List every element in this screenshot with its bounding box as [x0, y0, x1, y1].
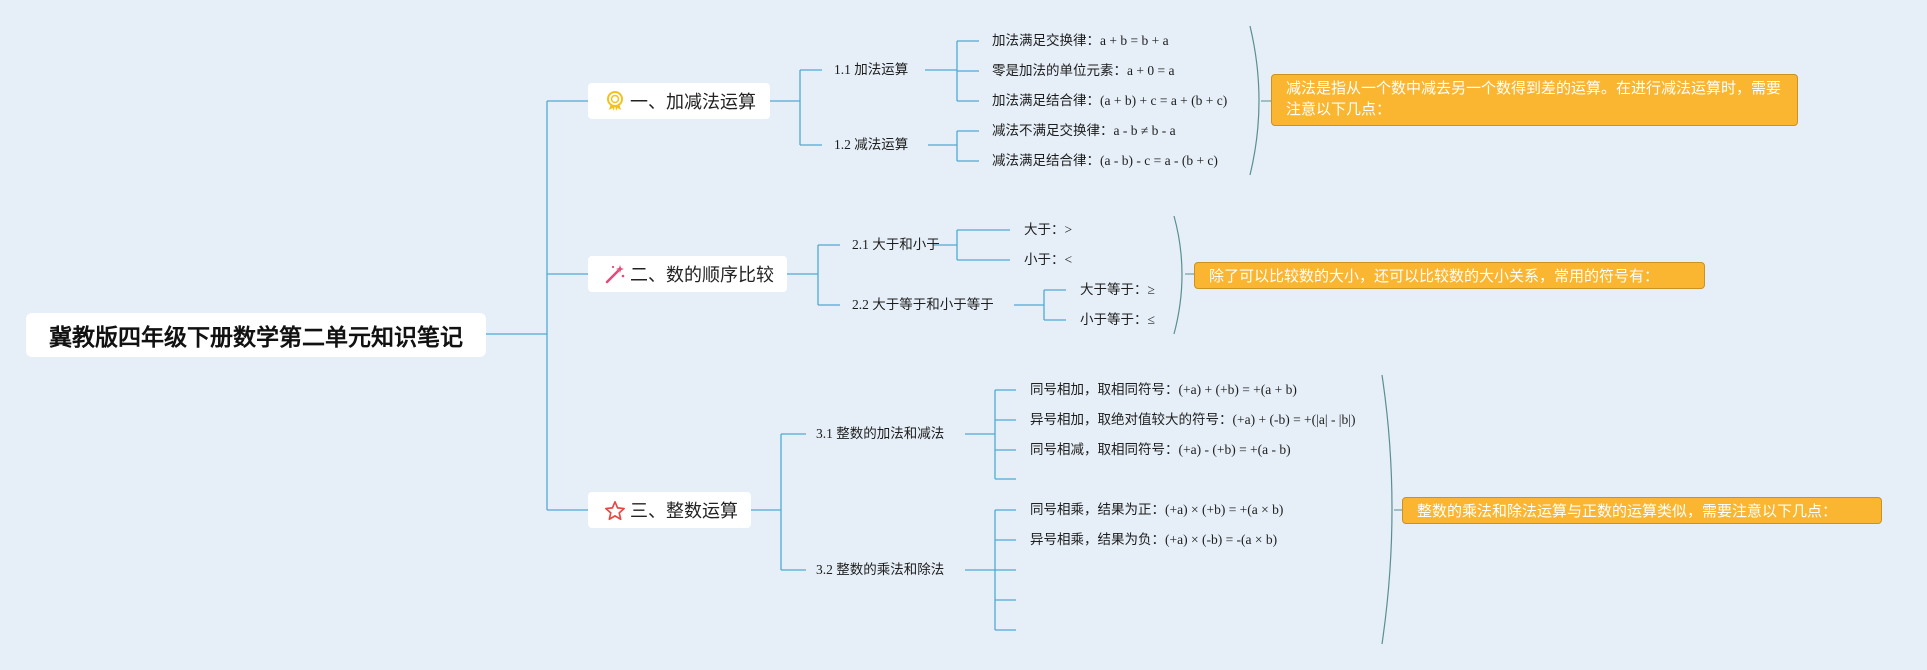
- leaf-item[interactable]: 同号相减，取相同符号：(+a) - (+b) = +(a - b): [1030, 442, 1291, 457]
- magic-wand-icon: [604, 263, 626, 285]
- leaf-item[interactable]: 小于等于：≤: [1080, 312, 1155, 327]
- root-topic[interactable]: 冀教版四年级下册数学第二单元知识笔记: [26, 313, 486, 357]
- star-icon: [604, 499, 626, 521]
- leaf-item[interactable]: 零是加法的单位元素：a + 0 = a: [992, 63, 1175, 78]
- leaf-item[interactable]: 异号相加，取绝对值较大的符号：(+a) + (-b) = +(|a| - |b|…: [1030, 412, 1356, 427]
- topic-label: 一、加减法运算: [630, 92, 756, 113]
- leaf-item[interactable]: 减法不满足交换律：a - b ≠ b - a: [992, 123, 1176, 138]
- subtopic-greater-less[interactable]: 2.1 大于和小于: [852, 237, 940, 252]
- topic-addition-subtraction[interactable]: 一、加减法运算: [588, 83, 770, 119]
- leaf-item[interactable]: 加法满足交换律：a + b = b + a: [992, 33, 1169, 48]
- leaf-item[interactable]: 大于等于：≥: [1080, 282, 1155, 297]
- leaf-item[interactable]: 异号相乘，结果为负：(+a) × (-b) = -(a × b): [1030, 532, 1278, 547]
- subtopic-integer-add-subtract[interactable]: 3.1 整数的加法和减法: [816, 426, 945, 441]
- subtopic-greater-equal-less-equal[interactable]: 2.2 大于等于和小于等于: [852, 297, 994, 312]
- leaf-item[interactable]: 大于：>: [1024, 222, 1073, 237]
- summary-note-comparison[interactable]: 除了可以比较数的大小，还可以比较数的大小关系，常用的符号有：: [1194, 262, 1705, 289]
- topic-label: 三、整数运算: [630, 501, 738, 522]
- leaf-item[interactable]: 加法满足结合律：(a + b) + c = a + (b + c): [992, 93, 1228, 108]
- topic-number-comparison[interactable]: 二、数的顺序比较: [588, 256, 787, 292]
- summary-note-integer-ops[interactable]: 整数的乘法和除法运算与正数的运算类似，需要注意以下几点：: [1402, 497, 1882, 524]
- summary-note-subtraction[interactable]: 减法是指从一个数中减去另一个数得到差的运算。在进行减法运算时，需要注意以下几点：: [1271, 74, 1798, 126]
- leaf-item[interactable]: 小于：<: [1024, 252, 1073, 267]
- leaf-item[interactable]: 同号相乘，结果为正：(+a) × (+b) = +(a × b): [1030, 502, 1284, 517]
- award-ribbon-icon: [604, 90, 626, 112]
- topic-label: 二、数的顺序比较: [630, 265, 774, 286]
- leaf-item[interactable]: 减法满足结合律：(a - b) - c = a - (b + c): [992, 153, 1218, 168]
- subtopic-integer-multiply-divide[interactable]: 3.2 整数的乘法和除法: [816, 562, 945, 577]
- subtopic-addition[interactable]: 1.1 加法运算: [834, 62, 909, 77]
- leaf-item[interactable]: 同号相加，取相同符号：(+a) + (+b) = +(a + b): [1030, 382, 1297, 397]
- topic-integer-operations[interactable]: 三、整数运算: [588, 492, 751, 528]
- subtopic-subtraction[interactable]: 1.2 减法运算: [834, 137, 909, 152]
